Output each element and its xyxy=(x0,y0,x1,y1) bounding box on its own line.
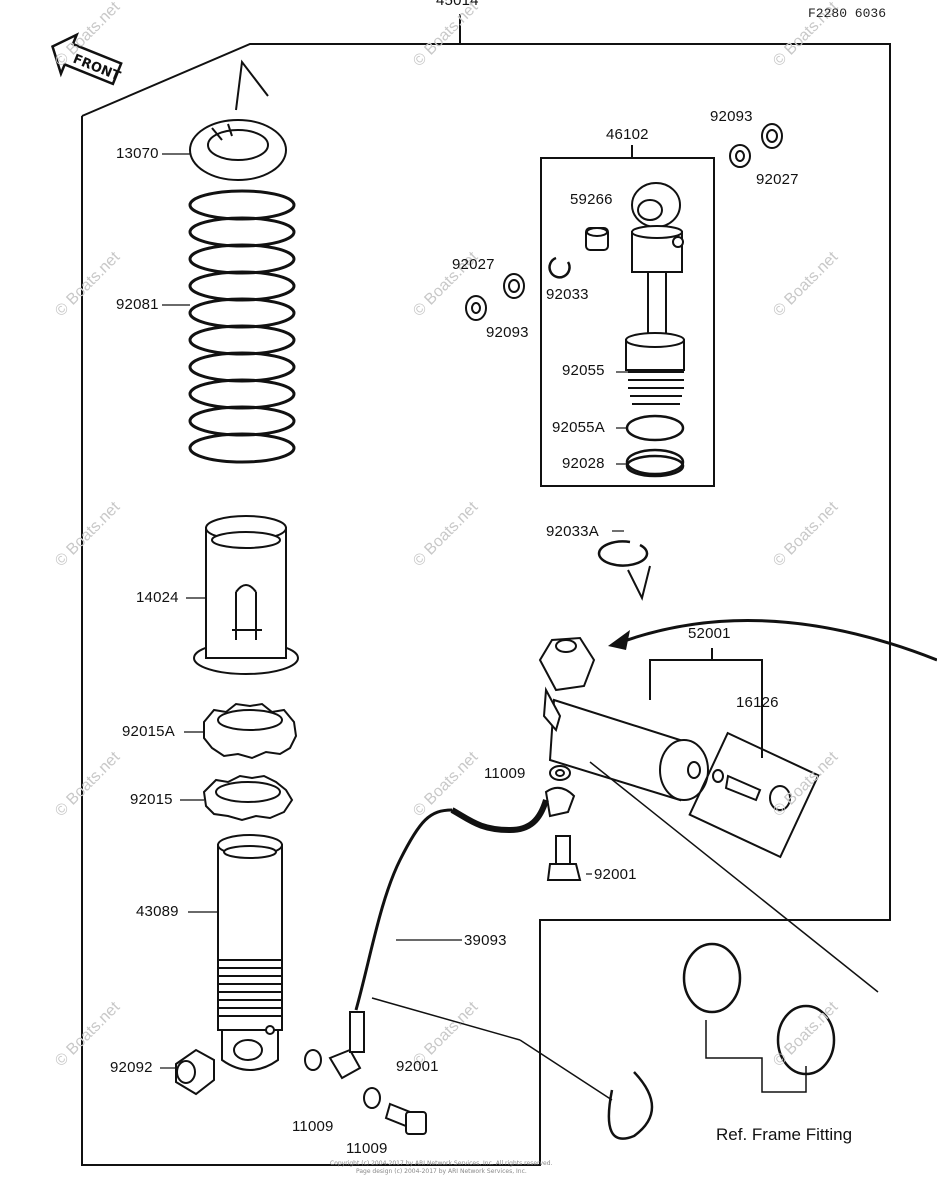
part-43089 xyxy=(217,834,283,1071)
subassembly-box-46102 xyxy=(540,157,715,487)
part-92033A xyxy=(597,540,649,567)
label-92055A[interactable]: 92055A xyxy=(552,419,605,436)
label-52001[interactable]: 52001 xyxy=(688,625,731,642)
part-14024 xyxy=(193,515,299,675)
assembly-part-number: 45014 xyxy=(436,0,479,9)
copyright-line-2: Page design (c) 2004-2017 by ARI Network… xyxy=(356,1168,527,1175)
part-16126 xyxy=(688,731,820,859)
ref-frame-fitting-label: Ref. Frame Fitting xyxy=(716,1125,853,1144)
part-92092 xyxy=(175,1048,215,1096)
part-92015 xyxy=(202,774,294,822)
label-92093-b[interactable]: 92093 xyxy=(710,108,753,125)
reference-code: F2280 6036 xyxy=(808,6,887,21)
part-92028 xyxy=(625,448,685,476)
label-13070[interactable]: 13070 xyxy=(116,145,159,162)
label-11009-a[interactable]: 11009 xyxy=(484,765,526,782)
label-43089[interactable]: 43089 xyxy=(136,903,179,920)
label-59266[interactable]: 59266 xyxy=(570,191,613,208)
label-92033A[interactable]: 92033A xyxy=(546,523,599,540)
clamp-1 xyxy=(682,942,742,1014)
part-39093-hose xyxy=(354,761,879,1101)
label-92001-a[interactable]: 92001 xyxy=(594,866,637,883)
label-92055[interactable]: 92055 xyxy=(562,362,605,379)
label-92027-a[interactable]: 92027 xyxy=(452,256,495,273)
label-11009-b[interactable]: 11009 xyxy=(292,1118,334,1135)
label-11009-c[interactable]: 11009 xyxy=(346,1140,388,1157)
label-92093-a[interactable]: 92093 xyxy=(486,324,529,341)
label-14024[interactable]: 14024 xyxy=(136,589,179,606)
assembly-border xyxy=(81,43,891,1166)
part-92033 xyxy=(548,256,571,279)
label-92001-b[interactable]: 92001 xyxy=(396,1058,439,1075)
part-92015A xyxy=(203,702,298,760)
label-92033[interactable]: 92033 xyxy=(546,286,589,303)
part-92081-spring xyxy=(188,189,296,464)
part-11009-b xyxy=(304,1049,322,1071)
clip xyxy=(607,1071,654,1140)
part-92055A xyxy=(625,414,685,442)
label-16126[interactable]: 16126 xyxy=(736,694,779,711)
label-92027-b[interactable]: 92027 xyxy=(756,171,799,188)
part-13070 xyxy=(189,119,287,181)
part-59266 xyxy=(585,227,609,251)
label-46102[interactable]: 46102 xyxy=(606,126,649,143)
label-39093[interactable]: 39093 xyxy=(464,932,507,949)
part-52001 xyxy=(538,636,709,802)
label-92015[interactable]: 92015 xyxy=(130,791,173,808)
label-92081[interactable]: 92081 xyxy=(116,296,159,313)
copyright-line-1: Copyright (c) 2004-2017 by ARI Network S… xyxy=(330,1160,553,1167)
label-92015A[interactable]: 92015A xyxy=(122,723,175,740)
part-92001-a xyxy=(555,835,571,865)
label-92092[interactable]: 92092 xyxy=(110,1059,153,1076)
label-92028[interactable]: 92028 xyxy=(562,455,605,472)
part-46102-rod xyxy=(625,182,685,405)
part-banjo xyxy=(544,786,576,818)
